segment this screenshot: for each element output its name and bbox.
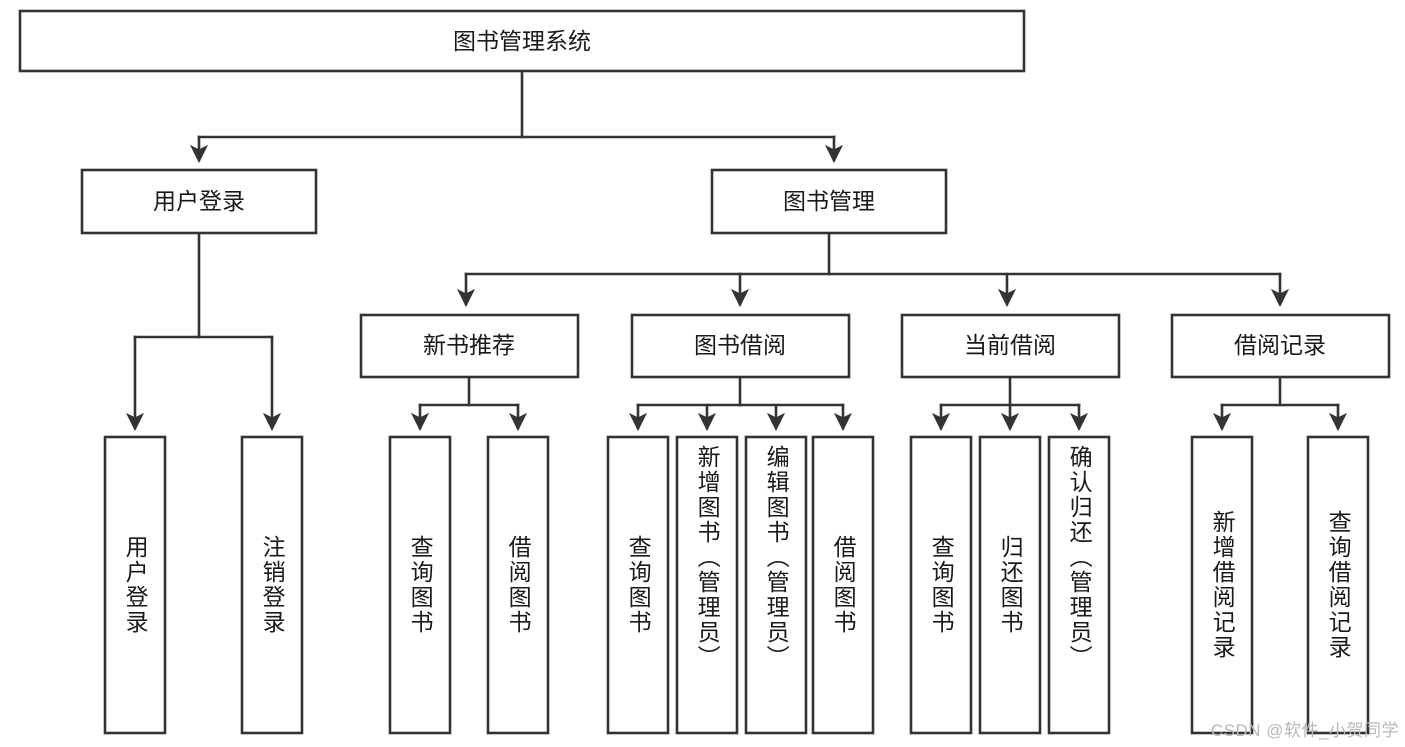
- connector-group-book-borrow: [628, 375, 853, 432]
- leaf-box-book-borrow-3[interactable]: [811, 435, 875, 735]
- node-new-book-recommend[interactable]: 新书推荐: [359, 313, 580, 379]
- leaf-box-current-borrow-1[interactable]: [978, 435, 1042, 735]
- connector-group-user-login: [125, 231, 282, 432]
- node-book-management[interactable]: 图书管理: [710, 168, 948, 235]
- leaf-box-borrow-record-1[interactable]: [1306, 435, 1370, 735]
- leaf-box-user-login-0[interactable]: [103, 435, 167, 735]
- leaf-box-user-login-1[interactable]: [240, 435, 304, 735]
- leaf-box-book-borrow-0[interactable]: [606, 435, 670, 735]
- node-user-login[interactable]: 用户登录: [80, 168, 318, 235]
- leaf-box-new-book-0[interactable]: [388, 435, 452, 735]
- leaf-group-borrow-record: [1190, 435, 1370, 735]
- leaf-box-book-borrow-1[interactable]: [675, 435, 739, 735]
- node-book-borrow-box[interactable]: [630, 313, 851, 379]
- node-user-login-label: 用户登录: [153, 188, 245, 214]
- leaf-group-new-book-recommend: [388, 435, 550, 735]
- node-current-borrow-label: 当前借阅: [964, 332, 1056, 358]
- node-book-borrow-label: 图书借阅: [694, 332, 786, 358]
- node-book-borrow[interactable]: 图书借阅: [630, 313, 851, 379]
- watermark-text: CSDN @软件_小贺同学: [1210, 721, 1399, 740]
- node-book-management-label: 图书管理: [783, 188, 875, 214]
- leaf-group-user-login: [103, 435, 304, 735]
- node-root[interactable]: 图书管理系统: [18, 9, 1026, 73]
- connector-group-borrow-record: [1212, 375, 1348, 432]
- node-book-management-box[interactable]: [710, 168, 948, 235]
- leaf-group-current-borrow: [909, 435, 1111, 735]
- leaf-group-book-borrow: [606, 435, 875, 735]
- connector-group-root: [189, 69, 844, 164]
- node-root-box[interactable]: [18, 9, 1026, 73]
- leaf-box-new-book-1[interactable]: [486, 435, 550, 735]
- node-new-book-recommend-label: 新书推荐: [423, 332, 515, 358]
- connector-group-book-mgmt: [456, 231, 1290, 308]
- connector-group-new-book: [410, 375, 528, 432]
- leaf-box-book-borrow-2[interactable]: [744, 435, 808, 735]
- node-borrow-record[interactable]: 借阅记录: [1170, 313, 1391, 379]
- node-borrow-record-label: 借阅记录: [1234, 332, 1326, 358]
- node-root-label: 图书管理系统: [453, 28, 591, 54]
- leaf-box-current-borrow-0[interactable]: [909, 435, 973, 735]
- leaf-box-borrow-record-0[interactable]: [1190, 435, 1254, 735]
- node-user-login-box[interactable]: [80, 168, 318, 235]
- node-current-borrow[interactable]: 当前借阅: [900, 313, 1121, 379]
- connector-group-current-borrow: [931, 375, 1089, 432]
- node-current-borrow-box[interactable]: [900, 313, 1121, 379]
- leaf-box-current-borrow-2[interactable]: [1047, 435, 1111, 735]
- node-new-book-recommend-box[interactable]: [359, 313, 580, 379]
- node-borrow-record-box[interactable]: [1170, 313, 1391, 379]
